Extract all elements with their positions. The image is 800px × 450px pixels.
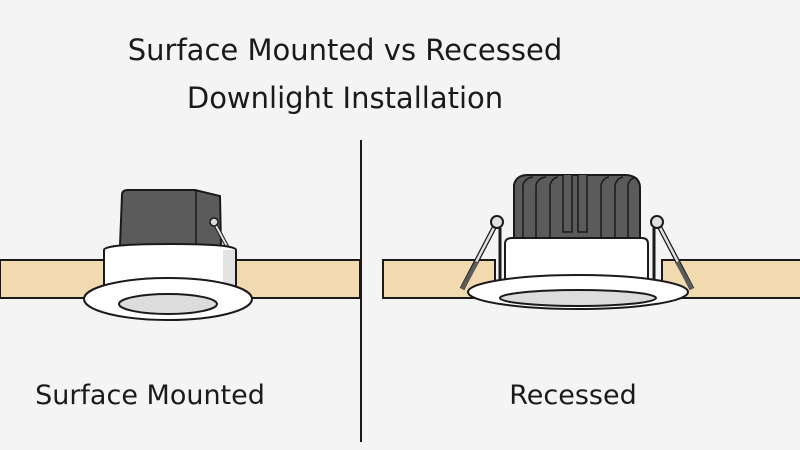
junction-box bbox=[118, 189, 223, 247]
fixture-body bbox=[504, 237, 649, 287]
heatsink bbox=[513, 174, 641, 241]
lens bbox=[499, 289, 657, 307]
diagram-title-line-2: Downlight Installation bbox=[186, 81, 504, 115]
spring-clip-right bbox=[650, 215, 695, 291]
diagram-title-line-1: Surface Mounted vs Recessed bbox=[127, 33, 563, 67]
recessed-illustration bbox=[382, 174, 800, 310]
surface-mounted-illustration bbox=[0, 189, 361, 321]
surface-mounted-label: Surface Mounted bbox=[35, 380, 265, 411]
spring-clip-left bbox=[459, 215, 504, 291]
recessed-label: Recessed bbox=[509, 380, 637, 411]
lens bbox=[118, 293, 218, 315]
